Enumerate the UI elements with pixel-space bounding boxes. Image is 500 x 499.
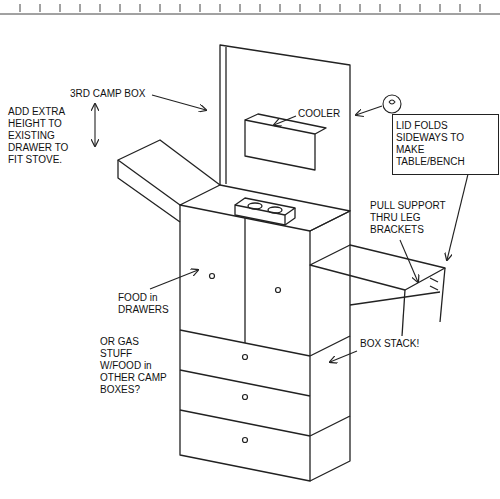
part-label: 3RD CAMP BOX xyxy=(70,88,160,100)
note-text: LID FOLDS SIDEWAYS TO MAKE TABLE/BENCH xyxy=(396,120,494,168)
note-text: PULL SUPPORT THRU LEG BRACKETS xyxy=(370,200,448,236)
note-box: LID FOLDS SIDEWAYS TO MAKE TABLE/BENCH xyxy=(392,114,499,175)
note-text: ADD EXTRA HEIGHT TO EXISTING DRAWER TO F… xyxy=(8,106,84,166)
part-label: COOLER xyxy=(298,108,346,120)
box-drawing xyxy=(118,45,445,481)
drawer-knobs xyxy=(210,274,281,443)
spiral-binding xyxy=(0,4,500,14)
note-text: BOX STACK! xyxy=(360,338,440,350)
note-text: FOOD in DRAWERS xyxy=(118,292,174,316)
note-text: OR GAS STUFF W/FOOD in OTHER CAMP BOXES? xyxy=(100,336,172,396)
